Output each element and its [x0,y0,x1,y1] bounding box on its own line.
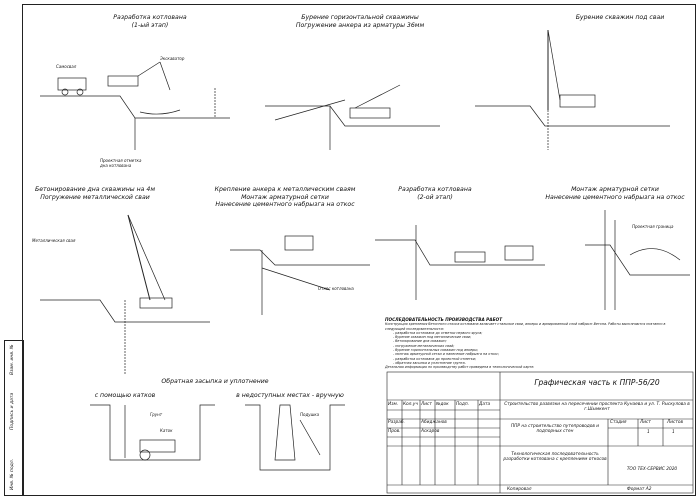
notes-item: - разработка котлована до проектной отме… [393,356,477,361]
label-podushka: Подушка [300,412,320,417]
listov-number: 1 [672,430,675,435]
sheet-description: Технологическая последовательность разра… [503,452,607,462]
notes-item: - бурение скважин под металлические сваи… [393,335,472,340]
col-podp: Подп. [456,402,470,407]
col-ndok: №док [436,402,449,407]
label-grunt: Грунт [150,412,163,417]
project-name: Строительство развязки на пересечении пр… [504,402,690,412]
notes-title: ПОСЛЕДОВАТЕЛЬНОСТЬ ПРОИЗВОДСТВА РАБОТ [385,317,503,322]
stadiya-label: Стадия [610,420,627,425]
section-1-title: Разработка котлована(1-ый этап) [113,14,187,29]
sheet-border [22,4,696,496]
notes-intro: Конструкция крепления бетонного откоса к… [385,322,666,331]
col-list: Лист [421,402,432,407]
list-label: Лист [640,420,651,425]
label-otkos: Откос котлована [318,286,354,291]
main-title: Графическая часть к ППР-56/20 [534,378,660,387]
work-sequence-notes: ПОСЛЕДОВАТЕЛЬНОСТЬ ПРОИЗВОДСТВА РАБОТ Ко… [385,317,685,370]
notes-item: - разработка котлована до отметки первог… [393,330,483,335]
list-number: 1 [647,430,650,435]
label-exkavator: Экскаватор [160,56,185,61]
side-stamp [4,340,24,496]
prov-label: Пров. [388,429,401,434]
section-9-title: с помощью катков [94,392,156,399]
label-proekt-gran: Проектная граница [632,224,674,229]
section-10-title: в недоступных местах - вручную [236,392,344,399]
notes-footer: Детальная информация по производству раб… [385,365,535,370]
notes-list: - разработка котлована до отметки первог… [385,331,685,365]
notes-item: - бетонирование дна скважин; [393,339,447,344]
format-label: Формат А2 [627,487,652,492]
col-kuch: Кол.уч [403,402,418,407]
col-data: Дата [479,402,491,407]
title-block: Графическая часть к ППР-56/20 Строительс… [387,372,693,493]
label-proekt-otm: Проектная отметка дна котлована [100,158,142,168]
notes-item: - обратная засыпка и уплотнение грунта. [393,360,466,365]
prov-name: Аскаров [421,429,440,434]
section-8-title: Обратная засыпка и уплотнение [161,378,269,385]
razrab-label: Разраб. [388,420,405,425]
object-name: ППР на строительство путепроводов и подп… [510,424,600,434]
company-name: ТОО ТЕХ-СЕРВИС 2020 [626,467,678,472]
razrab-name: Абиджанов [421,420,447,425]
notes-item: - погружение металлических свай; [393,343,455,348]
section-3-title: Бурение скважин под сваи [575,14,665,21]
label-metal-svaya: Металлическая свая [32,238,76,243]
listov-label: Листов [667,420,684,425]
label-katok: Каток [160,428,173,433]
notes-item: - монтаж арматурной сетки и нанесение на… [393,352,500,357]
label-samosval: Самосвал [56,64,77,69]
notes-item: - бурение горизонтальных скважин под анк… [393,348,478,353]
section-6-title: Разработка котлована(2-ой этап) [398,186,472,201]
kopiroval-label: Копировал [507,487,532,492]
col-izm: Изм. [388,402,399,407]
